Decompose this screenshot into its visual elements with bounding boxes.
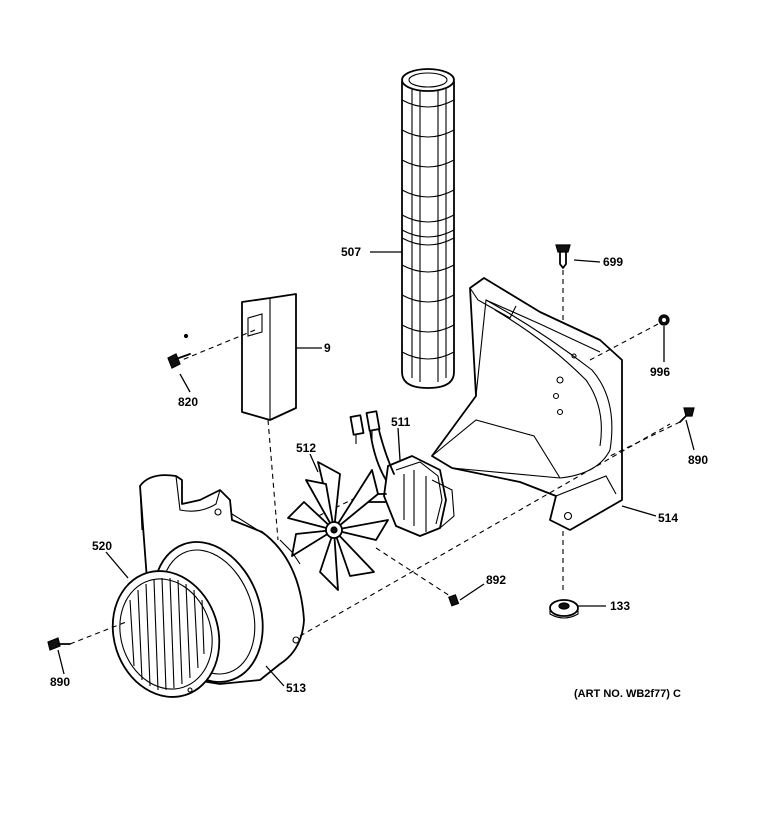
grille-520 [69,570,221,698]
callout-513: 513 [286,681,306,695]
callout-996: 996 [650,365,670,379]
callout-133: 133 [610,599,630,613]
motor-bracket-514 [431,277,623,531]
callout-514: 514 [658,511,678,525]
callout-507: 507 [341,245,361,259]
duct-plate-9 [181,293,297,541]
callout-520: 520 [92,539,112,553]
callout-512: 512 [296,441,316,455]
callout-labels: 507 699 9 820 996 511 512 890 514 520 89… [50,245,708,695]
blower-wheel-507 [401,68,455,389]
screw-890-right [609,407,695,457]
screw-890-left [47,637,71,651]
callout-820: 820 [178,395,198,409]
motor-511 [309,410,455,537]
callout-890-left: 890 [50,675,70,689]
screw-699 [555,244,571,590]
art-number: (ART NO. WB2f77) C [574,688,681,700]
callout-892: 892 [486,573,506,587]
callout-890-right: 890 [688,453,708,467]
callout-511: 511 [391,415,411,429]
screw-820 [167,333,191,369]
fan-blade-512 [287,461,389,591]
nut-996 [589,314,670,361]
set-screw-892 [375,547,460,607]
grommet-133 [549,599,579,619]
callout-9: 9 [324,341,331,355]
leader-lines [57,251,695,687]
callout-699: 699 [603,255,623,269]
